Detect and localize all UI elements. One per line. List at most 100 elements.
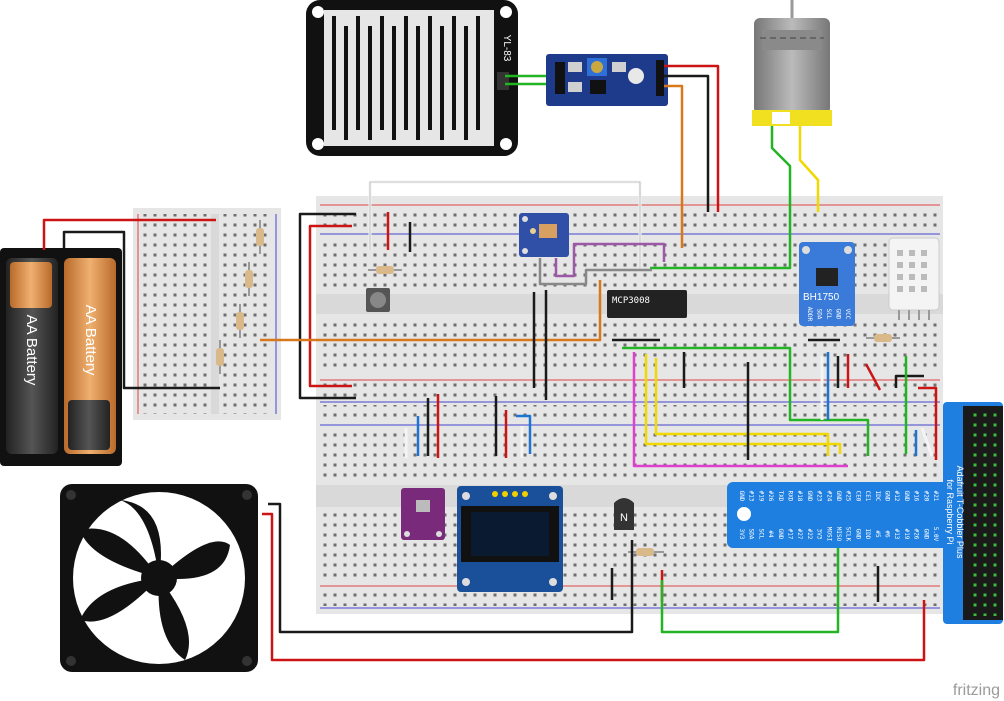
wire-white-outline (369, 181, 641, 270)
pin-label: #5 (874, 530, 881, 538)
pin-label: #25 (845, 491, 852, 502)
wire-red (664, 64, 720, 212)
wire-blue (516, 414, 532, 454)
bh1750-label: BH1750 (803, 292, 840, 303)
fan-blades (80, 500, 230, 660)
rain-sensor-label: YL-83 (501, 35, 512, 62)
pin-label: #6 (884, 530, 891, 538)
pin-label: SDA (816, 309, 823, 320)
resistor (866, 334, 900, 342)
wire-red (918, 386, 938, 460)
transistor-label: N (620, 512, 628, 524)
dc-motor (752, 0, 832, 126)
rain-sensor-traces (332, 16, 480, 140)
pin-label: #23 (816, 491, 823, 502)
pin-label: #12 (893, 491, 900, 502)
wire-purple (554, 242, 666, 278)
pin-label: ADDR (806, 307, 813, 322)
pin-label: #21 (932, 491, 939, 502)
pin-label: SCL (825, 309, 832, 320)
adc-chip-label: MCP3008 (612, 296, 650, 306)
pin-label: #18 (796, 491, 803, 502)
pin-label: MISO (835, 527, 842, 542)
pin-label: GND (835, 309, 842, 320)
wire-green (622, 346, 870, 456)
pin-label: #26 (767, 491, 774, 502)
fritzing-watermark: fritzing (953, 682, 1000, 699)
wire-white (920, 427, 934, 457)
pin-label: #17 (787, 529, 794, 540)
pin-label: GND (884, 491, 891, 502)
pin-label: 3V3 (738, 529, 745, 540)
wire-green (650, 126, 792, 270)
t-cobbler-plus: Adafruit T-Cobbler Plus for Raspberry Pi… (727, 402, 1003, 624)
wire-magenta (632, 352, 848, 468)
pin-label: CE1 (864, 491, 871, 502)
pin-label: GND (777, 529, 784, 540)
pin-label: GND (854, 529, 861, 540)
pin-label: IDC (874, 491, 881, 502)
cooling-fan (60, 484, 258, 672)
battery-cell-right (64, 258, 116, 454)
wires (42, 64, 938, 662)
oled-display (457, 486, 563, 592)
wire-yellow (644, 354, 842, 454)
wire-black (664, 74, 710, 212)
pin-label: 5.0V (932, 527, 939, 542)
wire-black (894, 374, 924, 388)
cobbler-subtitle: for Raspberry Pi (945, 479, 955, 544)
pin-label: TXD (777, 491, 784, 502)
wire-red (308, 224, 352, 388)
transistor: N (614, 498, 634, 530)
pin-label: IDD (864, 529, 871, 540)
pin-label: #27 (796, 529, 803, 540)
wire-yellow (654, 358, 830, 456)
pin-label: #26 (913, 529, 920, 540)
light-sensor-module-small (519, 213, 569, 257)
resistor (216, 340, 224, 374)
cobbler-logo (737, 507, 751, 521)
pin-label: #13 (748, 491, 755, 502)
wire-red (42, 218, 216, 250)
resistor (628, 548, 664, 556)
pin-label: RXD (787, 491, 794, 502)
wire-black (298, 212, 356, 400)
battery-label-right: AA Battery (82, 305, 99, 376)
pin-label: GND (922, 529, 929, 540)
pin-label: GND (738, 491, 745, 502)
pin-label: VCC (844, 309, 851, 320)
resistors (216, 220, 900, 556)
rain-sensor: YL-83 (306, 0, 518, 156)
pin-label: GND (903, 491, 910, 502)
wire-yellow (798, 126, 820, 212)
push-button (366, 288, 390, 312)
pin-label: #24 (825, 491, 832, 502)
battery-pack: AA Battery AA Battery (0, 248, 122, 466)
small-breadboard (133, 208, 281, 420)
wire-green (660, 548, 840, 634)
wire-red (262, 512, 926, 662)
pin-label: SCLK (845, 527, 852, 542)
humidity-sensor (888, 237, 940, 320)
pin-label: GND (806, 491, 813, 502)
wire-orange (260, 280, 602, 342)
pin-label: SCL (757, 529, 764, 540)
battery-cell-left (6, 258, 58, 454)
adc-chip: MCP3008 (607, 290, 687, 318)
pin-label: #16 (913, 491, 920, 502)
pin-label: #19 (903, 529, 910, 540)
resistor (368, 266, 402, 274)
pin-label: MOSI (825, 527, 832, 542)
pin-label: #22 (806, 529, 813, 540)
resistor (245, 262, 253, 296)
pin-label: #13 (893, 529, 900, 540)
wire-red (864, 363, 882, 391)
cobbler-title: Adafruit T-Cobbler Plus (955, 466, 965, 559)
resistor (256, 220, 264, 254)
pin-label: SDA (748, 529, 755, 540)
